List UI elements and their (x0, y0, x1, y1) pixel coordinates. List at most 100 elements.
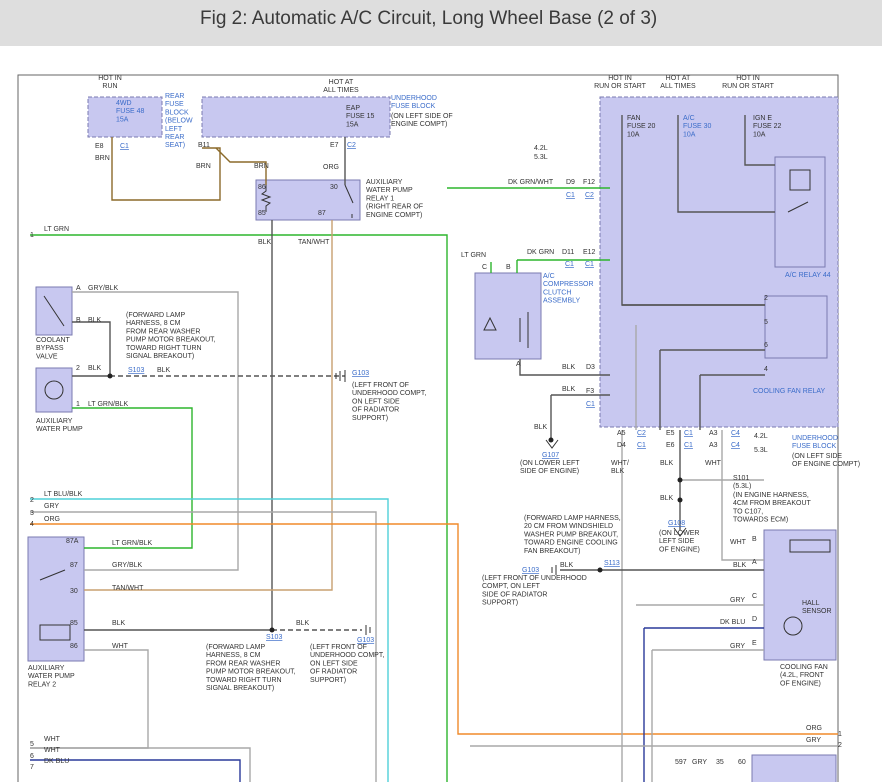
aux-pump-box (35, 367, 73, 413)
splice-s113 (597, 567, 603, 573)
label-a5: A5 (617, 430, 626, 437)
label-c2-e7[interactable]: C2 (347, 142, 356, 149)
label-s113[interactable]: S113 (604, 560, 620, 567)
label-c4b[interactable]: C4 (731, 442, 740, 449)
label-c2-f12[interactable]: C2 (585, 192, 594, 199)
label-pin-b-cbv: B (76, 317, 81, 324)
label-e12: E12 (583, 249, 596, 256)
hall-sensor-symbol (783, 616, 803, 636)
wire-brown-fuse48 (111, 137, 221, 201)
relay-coil-ac (789, 169, 811, 191)
label-lt-grn-2: LT GRN (461, 252, 486, 259)
label-pin-87-r2: 87 (70, 562, 78, 569)
label-pin-c-fan: C (752, 593, 757, 600)
label-g103-2[interactable]: G103 (357, 637, 374, 644)
wire-wht-a3 (721, 430, 764, 561)
label-bottom-597: 597 (675, 759, 687, 766)
relay-switch-1 (344, 184, 354, 218)
label-blk-d3: BLK (562, 364, 576, 371)
label-bottom-60: 60 (738, 759, 746, 766)
label-c1-f3[interactable]: C1 (586, 401, 595, 408)
label-wire-4: 4 (30, 521, 34, 528)
label-s103-1[interactable]: S103 (128, 367, 144, 374)
label-ltgrnblk-pump: LT GRN/BLK (88, 401, 129, 408)
wire-brown-b11 (215, 147, 267, 185)
wire-org-4 (30, 523, 838, 735)
label-gryblk-r2: GRY/BLK (112, 562, 143, 569)
label-pin-b: B (506, 264, 511, 271)
label-c1-d4[interactable]: C1 (637, 442, 646, 449)
relay-switch-2 (39, 569, 66, 581)
label-bottom-gry: GRY (692, 759, 707, 766)
label-c1-e5[interactable]: C1 (684, 430, 693, 437)
label-org-w4: ORG (44, 516, 60, 523)
label-pin-85: 85 (258, 210, 266, 217)
label-d11: D11 (562, 249, 574, 256)
label-d4: D4 (617, 442, 626, 449)
splice-s103-2 (269, 627, 275, 633)
outer-border (17, 74, 839, 782)
label-num-1-r: 1 (838, 731, 842, 738)
label-wht-blk: WHT/BLK (611, 460, 629, 475)
label-g103-3[interactable]: G103 (522, 567, 539, 574)
label-e6: E6 (666, 442, 675, 449)
aux-relay-1-box (255, 179, 361, 221)
label-pin-85-r2: 85 (70, 620, 78, 627)
label-wire-3: 3 (30, 510, 34, 517)
label-g108[interactable]: G108 (668, 520, 685, 527)
label-dkblu-fan: DK BLU (720, 619, 745, 626)
ground-g107 (545, 439, 559, 449)
label-f12: F12 (583, 179, 595, 186)
label-c4a[interactable]: C4 (731, 430, 740, 437)
label-s103-2[interactable]: S103 (266, 634, 282, 641)
compressor-coil (519, 312, 529, 348)
label-pin-86: 86 (258, 184, 266, 191)
label-gry-r: GRY (806, 737, 821, 744)
label-c1-d9[interactable]: C1 (566, 192, 575, 199)
label-c1-e6[interactable]: C1 (684, 442, 693, 449)
wire-ac-fuse-down (677, 115, 775, 213)
wire-blk-d3 (519, 359, 610, 376)
label-gryblk: GRY/BLK (88, 285, 119, 292)
compressor-diode (483, 316, 497, 331)
label-c1-e8[interactable]: C1 (120, 143, 129, 150)
label-ac-relay[interactable]: A/C RELAY 44 (785, 272, 831, 279)
label-c2-a5[interactable]: C2 (637, 430, 646, 437)
splice-s103-1 (107, 373, 113, 379)
compressor-box (474, 272, 542, 360)
label-num-5: 5 (764, 319, 768, 326)
label-pin-30-r2: 30 (70, 588, 78, 595)
label-blk-s103: BLK (157, 367, 171, 374)
label-blk-g108: BLK (660, 495, 674, 502)
label-c1-e12[interactable]: C1 (585, 261, 594, 268)
wire-gry-e (651, 649, 764, 782)
label-gry-fan-c: GRY (730, 597, 745, 604)
label-g103-1[interactable]: G103 (352, 370, 369, 377)
ground-g103-1 (335, 370, 346, 382)
ground-g108 (673, 527, 687, 537)
label-lt-blu-blk: LT BLU/BLK (44, 491, 83, 498)
label-a3a: A3 (709, 430, 718, 437)
label-cooling-fan-relay[interactable]: COOLING FAN RELAY (753, 388, 826, 395)
label-c1-d11[interactable]: C1 (565, 261, 574, 268)
label-num-2-r: 2 (838, 742, 842, 749)
label-brn-2: BRN (196, 163, 211, 170)
label-tanwht-r1: TAN/WHT (298, 239, 330, 246)
label-g107[interactable]: G107 (542, 452, 559, 459)
